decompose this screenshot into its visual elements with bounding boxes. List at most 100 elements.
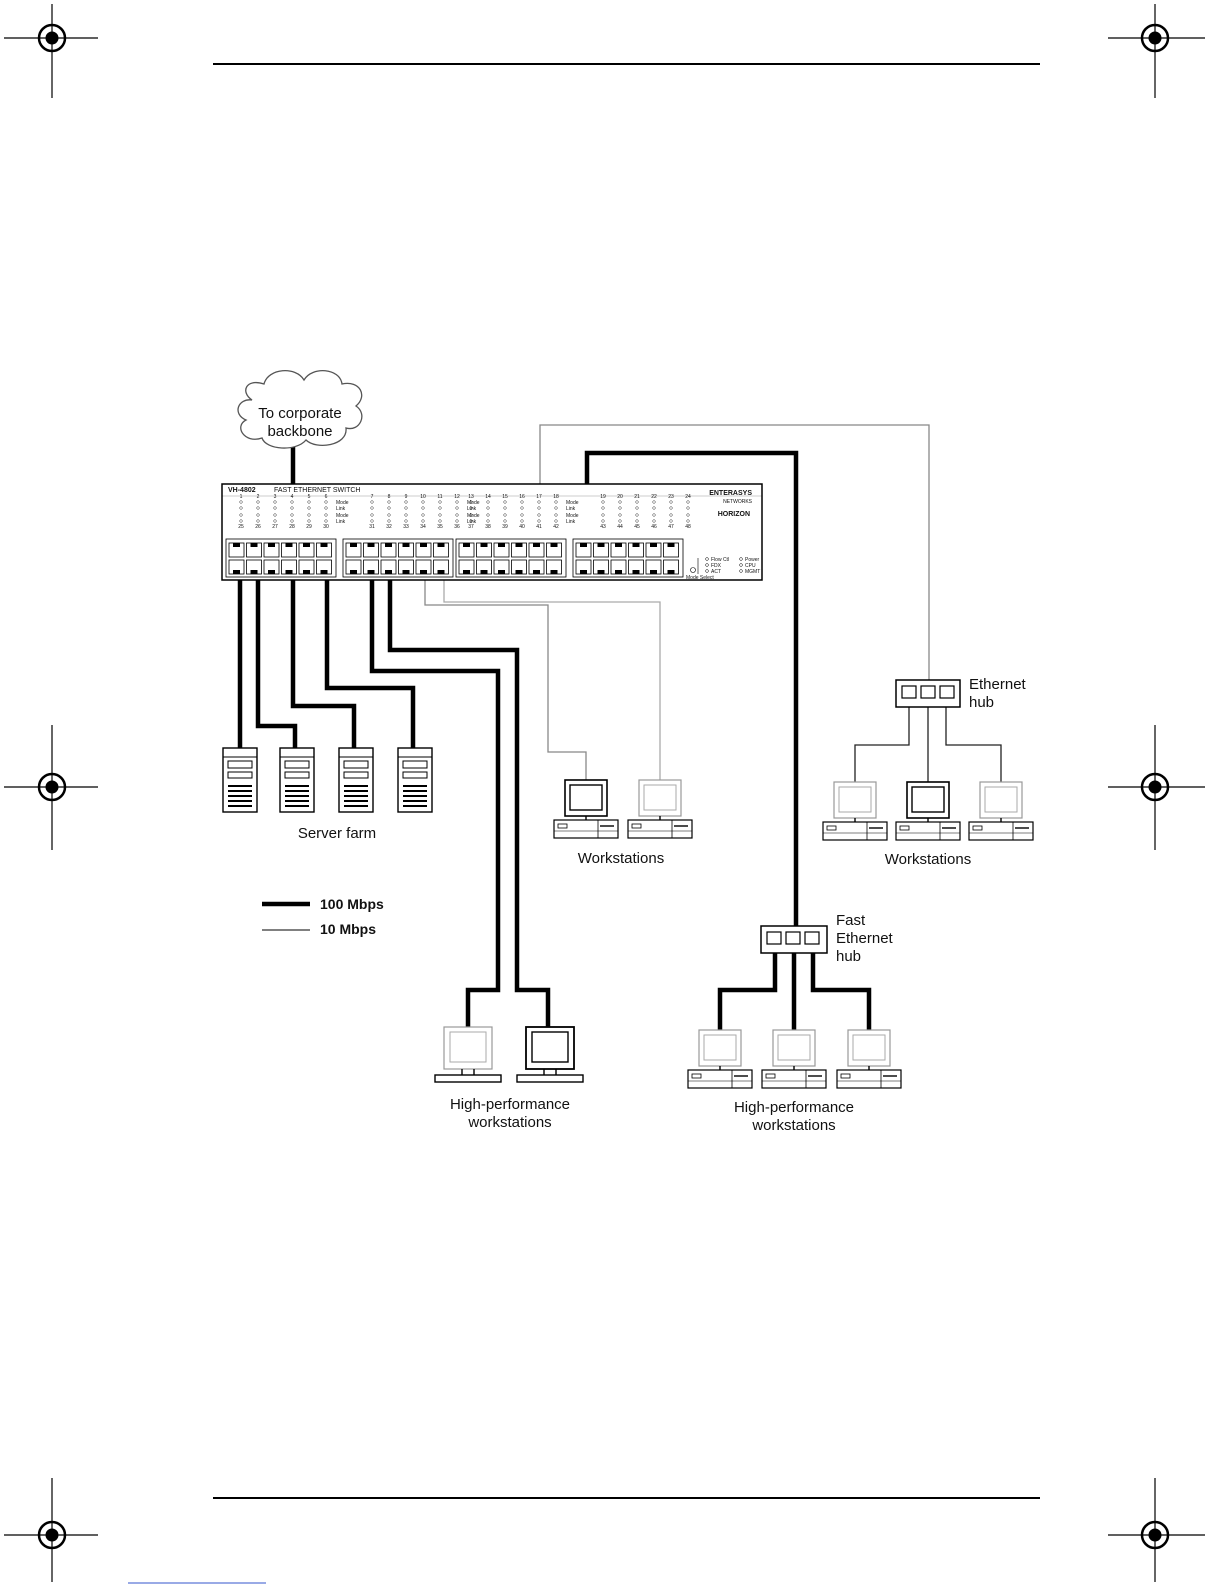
port-number-top: 24 xyxy=(685,494,691,500)
rj45-port[interactable] xyxy=(458,542,475,558)
port-blocks xyxy=(225,538,684,578)
link-server-3 xyxy=(290,578,357,748)
port-number-top: 4 xyxy=(291,494,294,500)
system-label-cpu: CPU xyxy=(745,563,756,569)
system-label-power: Power xyxy=(745,557,760,563)
port-led xyxy=(669,513,673,517)
rj45-port[interactable] xyxy=(628,559,644,575)
rj45-port[interactable] xyxy=(610,542,627,558)
port-led xyxy=(635,506,639,510)
port-block xyxy=(572,538,684,578)
rj45-port[interactable] xyxy=(476,542,492,558)
rj45-port[interactable] xyxy=(380,559,397,575)
port-led xyxy=(669,500,673,504)
rj45-port[interactable] xyxy=(593,559,609,575)
port-led xyxy=(537,519,541,523)
port-block xyxy=(455,538,567,578)
rj45-port[interactable] xyxy=(493,559,510,575)
link-switch-to-ethernet-hub xyxy=(539,424,930,680)
port-led xyxy=(438,500,442,504)
link-hub-to-ws-c xyxy=(945,707,1002,782)
port-number-top: 20 xyxy=(617,494,623,500)
rj45-port[interactable] xyxy=(610,559,627,575)
port-led xyxy=(652,506,656,510)
hp-right-label-line1: High-performance xyxy=(734,1099,854,1116)
rj45-port[interactable] xyxy=(246,559,262,575)
port-number-bottom: 43 xyxy=(600,524,606,530)
port-number-bottom: 46 xyxy=(651,524,657,530)
hp-right-label-line2: workstations xyxy=(751,1117,835,1134)
rj45-port[interactable] xyxy=(628,542,644,558)
port-led xyxy=(537,500,541,504)
rj45-port[interactable] xyxy=(281,559,297,575)
rj45-port[interactable] xyxy=(433,559,449,575)
rj45-port[interactable] xyxy=(528,542,545,558)
rj45-port[interactable] xyxy=(228,542,245,558)
rj45-port[interactable] xyxy=(645,559,662,575)
port-led xyxy=(469,519,473,523)
link-fasthub-a xyxy=(717,953,778,1030)
rj45-port[interactable] xyxy=(228,559,245,575)
port-number-bottom: 28 xyxy=(289,524,295,530)
port-led xyxy=(273,513,277,517)
high-performance-workstation xyxy=(516,1026,584,1083)
rj45-port[interactable] xyxy=(575,559,592,575)
rj45-port[interactable] xyxy=(415,559,432,575)
rj45-port[interactable] xyxy=(433,542,449,558)
rj45-port[interactable] xyxy=(546,542,562,558)
led-grid: 125226327428529630ModeLinkModeLink731832… xyxy=(238,494,691,530)
registration-mark-bottom-left xyxy=(4,1478,98,1582)
port-led xyxy=(635,500,639,504)
port-led xyxy=(273,500,277,504)
rj45-port[interactable] xyxy=(458,559,475,575)
port-led xyxy=(324,506,328,510)
rj45-port[interactable] xyxy=(546,559,562,575)
rj45-port[interactable] xyxy=(593,542,609,558)
link-port-to-workstation-1 xyxy=(424,578,587,780)
port-number-top: 18 xyxy=(553,494,559,500)
rj45-port[interactable] xyxy=(363,542,379,558)
rj45-port[interactable] xyxy=(398,542,414,558)
ethernet-hub-label-line1: Ethernet xyxy=(969,676,1027,693)
rj45-port[interactable] xyxy=(575,542,592,558)
rj45-port[interactable] xyxy=(511,559,527,575)
rj45-port[interactable] xyxy=(298,542,315,558)
port-number-top: 8 xyxy=(388,494,391,500)
rj45-port[interactable] xyxy=(380,542,397,558)
workstation-computer xyxy=(553,779,619,839)
rj45-port[interactable] xyxy=(663,559,679,575)
port-number-bottom: 35 xyxy=(437,524,443,530)
rj45-port[interactable] xyxy=(493,542,510,558)
port-number-bottom: 39 xyxy=(502,524,508,530)
port-led xyxy=(438,519,442,523)
port-number-bottom: 41 xyxy=(536,524,542,530)
port-led xyxy=(256,506,260,510)
rj45-port[interactable] xyxy=(415,542,432,558)
rj45-port[interactable] xyxy=(511,542,527,558)
port-number-top: 23 xyxy=(668,494,674,500)
brand-name: ENTERASYS xyxy=(709,490,752,497)
port-led xyxy=(486,513,490,517)
rj45-port[interactable] xyxy=(528,559,545,575)
switch-name: FAST ETHERNET SWITCH xyxy=(274,487,360,494)
rj45-port[interactable] xyxy=(246,542,262,558)
rj45-port[interactable] xyxy=(263,559,280,575)
rj45-port[interactable] xyxy=(345,542,362,558)
rj45-port[interactable] xyxy=(263,542,280,558)
rj45-port[interactable] xyxy=(645,542,662,558)
rj45-port[interactable] xyxy=(298,559,315,575)
rj45-port[interactable] xyxy=(345,559,362,575)
led-row-label: Link xyxy=(566,506,576,512)
mode-select-button[interactable] xyxy=(690,567,696,573)
rj45-port[interactable] xyxy=(663,542,679,558)
port-led xyxy=(618,513,622,517)
rj45-port[interactable] xyxy=(281,542,297,558)
rj45-port[interactable] xyxy=(476,559,492,575)
status-label-fdx: FDX xyxy=(711,563,722,569)
server-farm-label: Server farm xyxy=(298,825,376,842)
rj45-port[interactable] xyxy=(316,559,332,575)
rj45-port[interactable] xyxy=(316,542,332,558)
rj45-port[interactable] xyxy=(363,559,379,575)
rj45-port[interactable] xyxy=(398,559,414,575)
port-led xyxy=(370,513,374,517)
